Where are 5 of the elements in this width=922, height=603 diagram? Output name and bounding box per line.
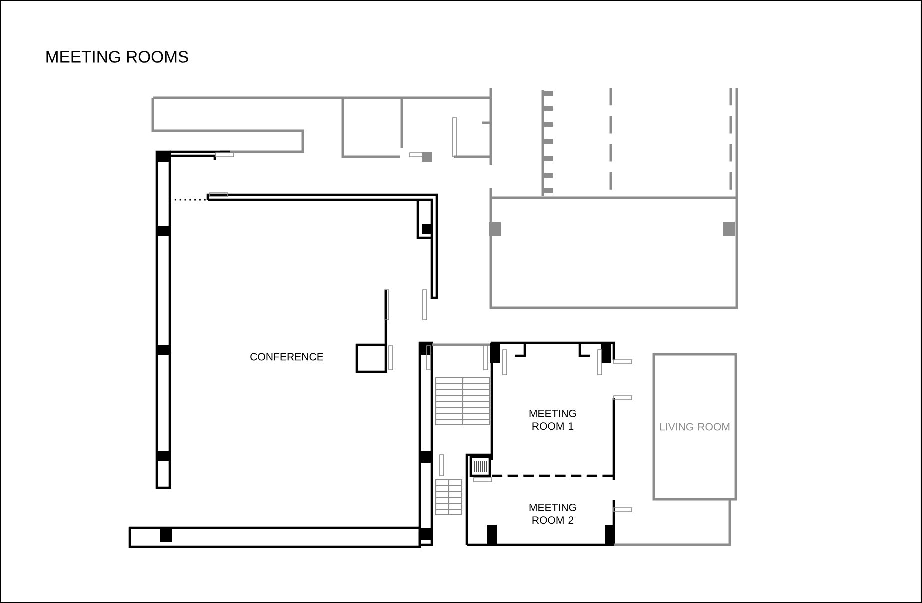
room-label: CONFERENCE [250, 353, 324, 361]
room-label: MEETING ROOM 2 [530, 504, 576, 524]
title: MEETING ROOMS [46, 51, 188, 63]
room-label: MEETING ROOM 1 [530, 410, 576, 430]
room-box: LIVING ROOM [652, 353, 738, 501]
